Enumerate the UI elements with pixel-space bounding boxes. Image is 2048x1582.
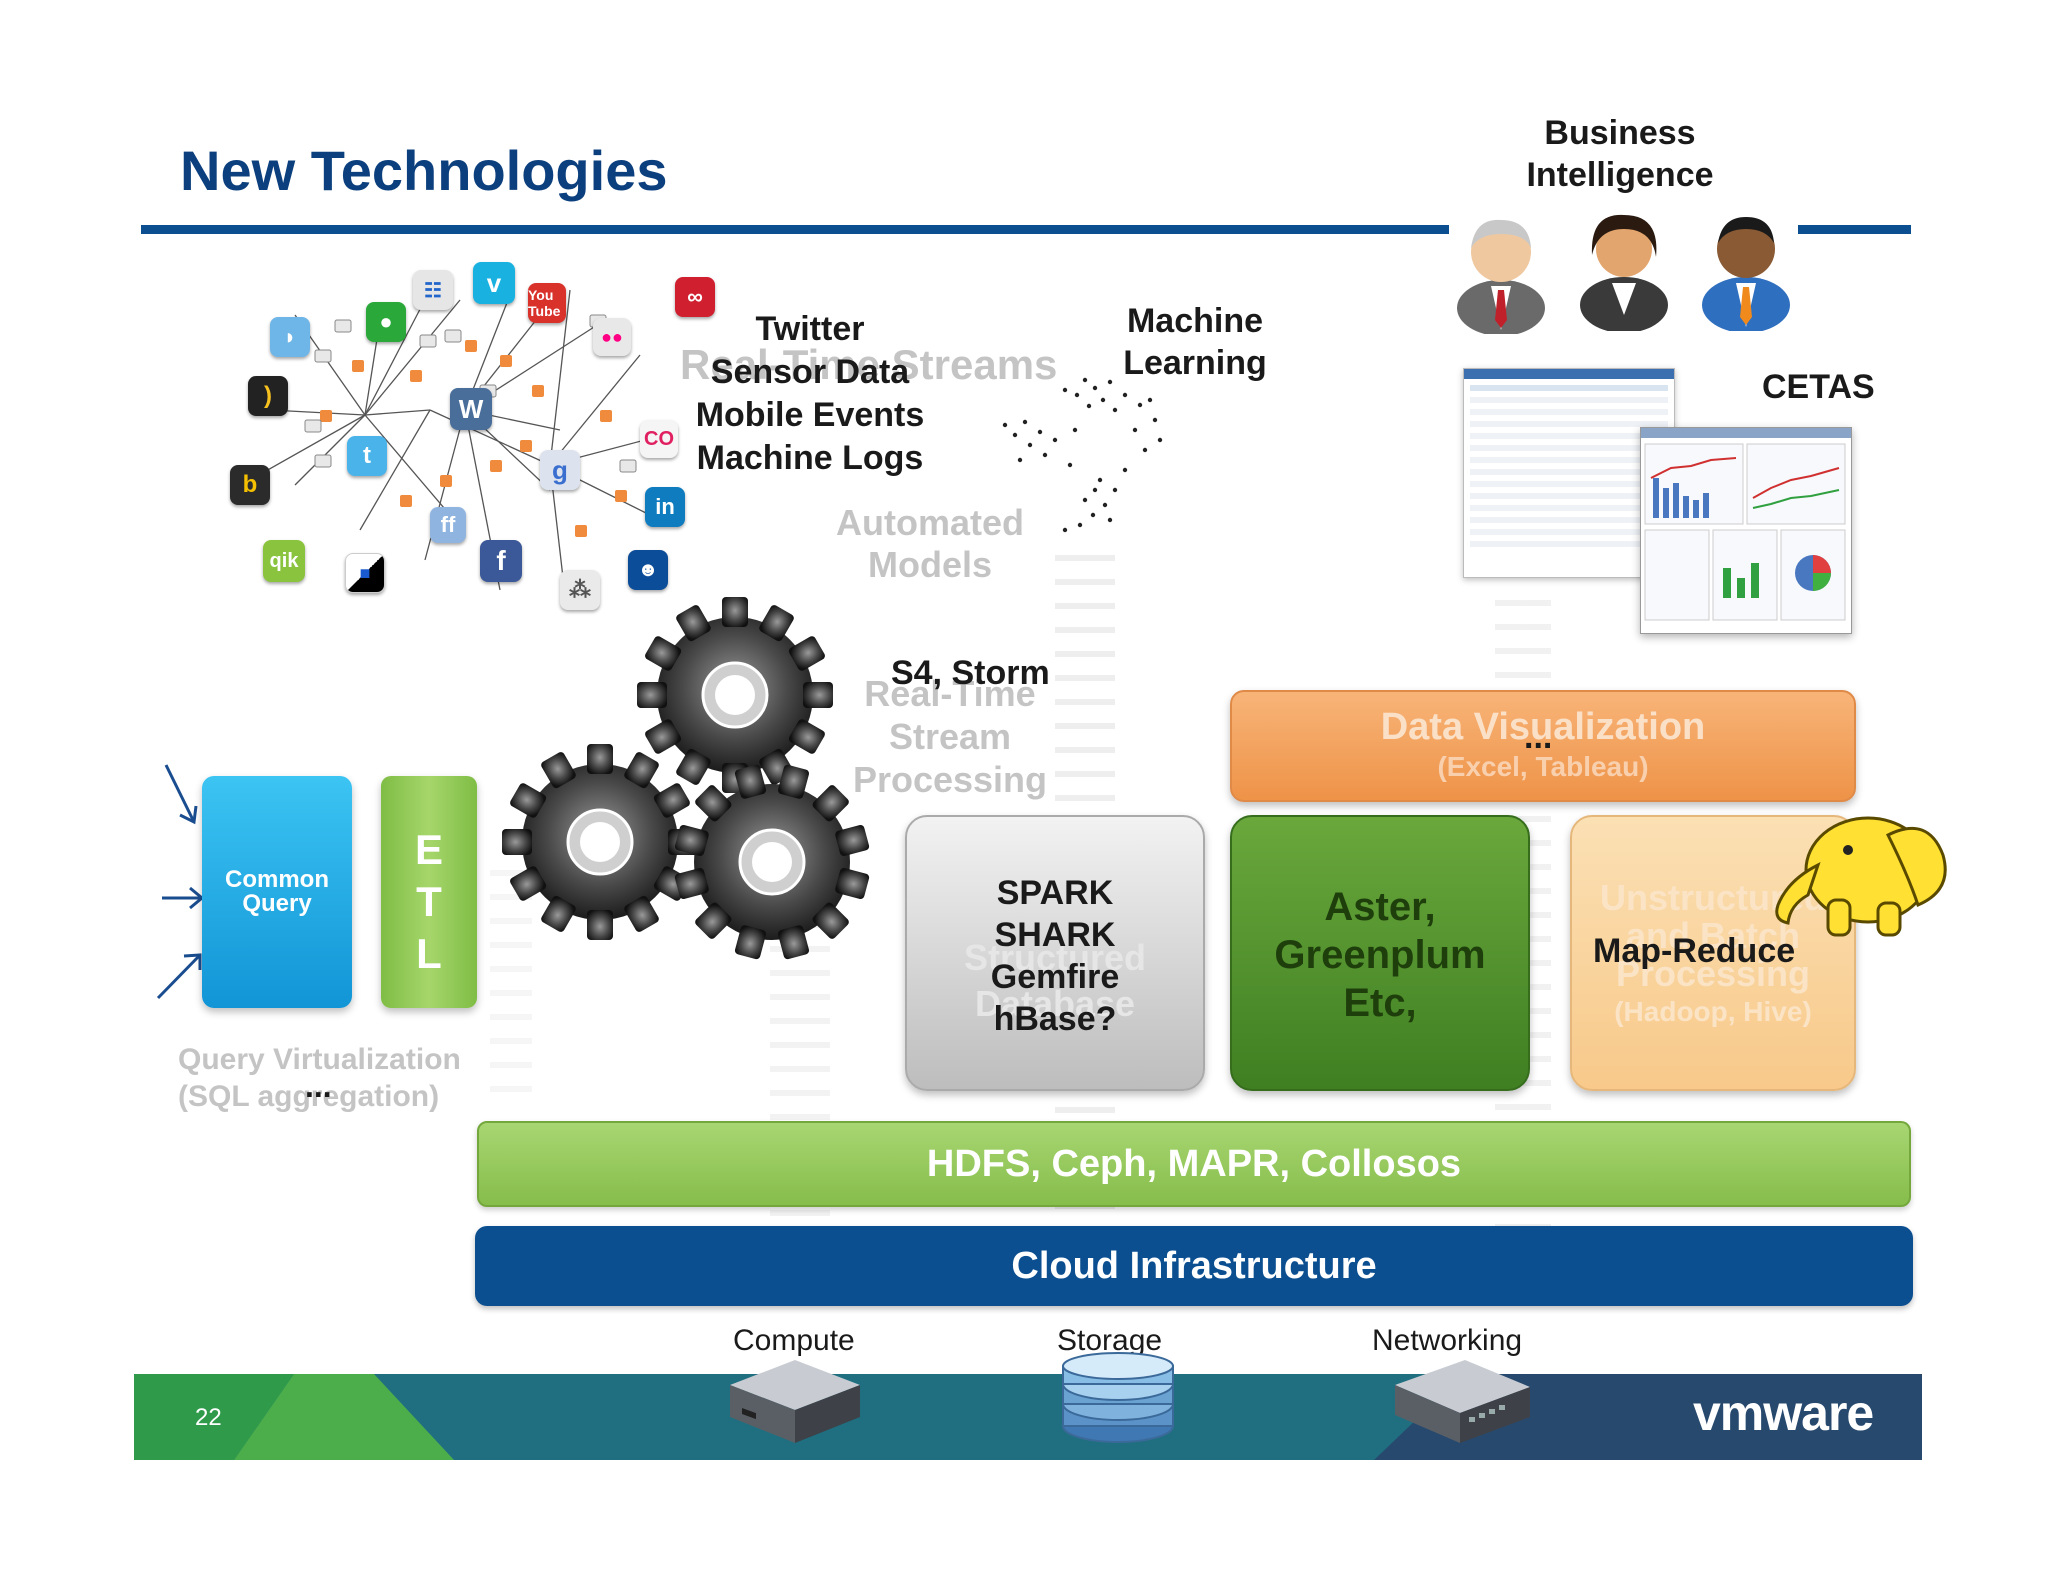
source-labels: Twitter Sensor Data Mobile Events Machin… (675, 308, 945, 480)
common-query-label: Common Query (225, 866, 329, 917)
spark-labels: SPARK SHARK Gemfire hBase? (907, 872, 1203, 1040)
facebook-icon: f (480, 540, 522, 582)
etl-letter: L (416, 930, 442, 977)
storage-database-icon (1062, 1352, 1174, 1443)
hadoop-ghost: Unstructured and Batch Processing (Hadoo… (1572, 879, 1854, 1031)
etl-letter: T (416, 878, 442, 925)
cloud-infrastructure-label: Cloud Infrastructure (1011, 1245, 1377, 1287)
friendfeed-icon: ● (366, 302, 406, 342)
realtime-streams-ghost: Real-Time Streams (680, 341, 1058, 388)
spark-line: hBase? (993, 1000, 1117, 1038)
business-person-1-icon (1457, 219, 1545, 334)
cloud-infrastructure-bar: Cloud Infrastructure (475, 1226, 1913, 1306)
dashboard-screenshot-1 (1463, 368, 1675, 578)
automated-models-ghost: Automated Models (836, 502, 1024, 585)
spark-line: SHARK (994, 916, 1116, 954)
skype-icon: ◗ (270, 317, 310, 357)
gears-icon (502, 597, 870, 960)
vmware-logo: vmware (1693, 1385, 1874, 1441)
query-ghost-line: Query Virtualization (178, 1043, 461, 1076)
data-visualization-box: Data Visualization (Excel, Tableau) (1230, 690, 1856, 802)
data-visualization-title: Data Visualization (1380, 706, 1706, 748)
spark-ghost-line: Database (974, 983, 1136, 1024)
aster-line: Greenplum (1274, 933, 1486, 977)
aster-labels: Aster, Greenplum Etc, (1232, 883, 1528, 1027)
source-label: Mobile Events (695, 396, 925, 434)
spark-line: Gemfire (990, 958, 1120, 996)
wordpress-icon: W (450, 388, 492, 430)
data-visualization-subtitle: (Excel, Tableau) (1437, 751, 1649, 782)
network-icon: ⁂ (560, 570, 600, 610)
storage-layer-bar: HDFS, Ceph, MAPR, Collosos (477, 1121, 1911, 1207)
delicious-2-icon: ■ (345, 553, 385, 593)
stream-ghost-line: Stream (888, 716, 1012, 757)
aster-box: Aster, Greenplum Etc, (1230, 815, 1530, 1091)
business-person-2-icon (1580, 214, 1668, 331)
dashboard-charts (1644, 443, 1846, 621)
page-number: 22 (195, 1404, 222, 1431)
google-icon: g (540, 450, 580, 490)
footer-band (134, 1374, 1922, 1460)
network-switch-icon (1395, 1360, 1530, 1443)
query-ghost-line: (SQL aggregation) (178, 1080, 440, 1113)
data-visualization-ellipsis: ... (1524, 718, 1553, 756)
query-virtualization-ghost: Query Virtualization (SQL aggregation) (178, 1041, 461, 1115)
linkedin-icon: in (645, 487, 685, 527)
compute-label: Compute (733, 1324, 855, 1357)
stream-ghost-line: Real-Time (864, 673, 1036, 714)
dashboard-screenshot-2 (1640, 427, 1852, 634)
slide-title: New Technologies (180, 139, 668, 202)
query-ellipsis: ... (305, 1068, 332, 1104)
stream-processing-ghost: Real-Time Stream Processing (850, 672, 1050, 801)
qik-icon: qik (263, 540, 305, 582)
map-reduce-label: Map-Reduce (1593, 932, 1796, 970)
hadoop-ghost-line: Processing (1615, 953, 1811, 994)
hadoop-ghost-line: (Hadoop, Hive) (1614, 996, 1812, 1027)
youtube-icon: You Tube (528, 283, 566, 323)
myspace-icon: ☻ (628, 550, 668, 590)
friendfeed-2-icon: ff (430, 507, 466, 543)
stream-ghost-line: Processing (852, 759, 1048, 800)
aster-line: Aster, (1324, 885, 1436, 929)
title-rule-right (1798, 225, 1911, 234)
storage-label: Storage (1057, 1324, 1163, 1357)
s4-storm-label: S4, Storm (891, 654, 1050, 692)
ml-scatter-dots (1002, 377, 1163, 533)
aster-line: Etc, (1343, 981, 1417, 1025)
spark-box: Structured Database SPARK SHARK Gemfire … (905, 815, 1205, 1091)
machine-learning-label: Machine Learning (1123, 302, 1267, 382)
etl-box: E T L (381, 776, 477, 1008)
business-person-3-icon (1702, 217, 1790, 331)
source-label: Twitter (755, 310, 865, 348)
flickr-icon: ●● (593, 318, 631, 356)
lastfm-icon: ∞ (675, 277, 715, 317)
compute-server-icon (730, 1360, 860, 1443)
source-label: Sensor Data (710, 353, 910, 391)
rss-icon: ) (248, 376, 288, 416)
source-label: Machine Logs (696, 439, 924, 477)
hadoop-elephant-icon (1775, 816, 1947, 937)
query-input-arrows (156, 764, 205, 1000)
title-rule-left (141, 225, 1449, 234)
common-query-box: Common Query (202, 776, 352, 1008)
business-intelligence-label: Business Intelligence (1505, 112, 1735, 196)
blogger-icon: b (230, 465, 270, 505)
hadoop-ghost-line: and Batch (1625, 915, 1801, 956)
spark-ghost-line: Structured (963, 937, 1147, 978)
bi-title-line: Intelligence (1526, 156, 1714, 194)
creative-commons-icon: CO (640, 420, 678, 458)
storage-layer-label: HDFS, Ceph, MAPR, Collosos (926, 1143, 1462, 1185)
hadoop-box: Unstructured and Batch Processing (Hadoo… (1570, 815, 1856, 1091)
structured-database-ghost: Structured Database (907, 935, 1203, 1027)
etl-letter: E (414, 826, 443, 873)
vimeo-icon: v (473, 262, 515, 304)
cetas-label: CETAS (1762, 368, 1875, 406)
twitter-icon: t (347, 436, 387, 476)
bi-title-line: Business (1544, 114, 1696, 152)
networking-label: Networking (1372, 1324, 1523, 1357)
delicious-icon: ☷ (413, 270, 453, 310)
spark-line: SPARK (996, 874, 1114, 912)
